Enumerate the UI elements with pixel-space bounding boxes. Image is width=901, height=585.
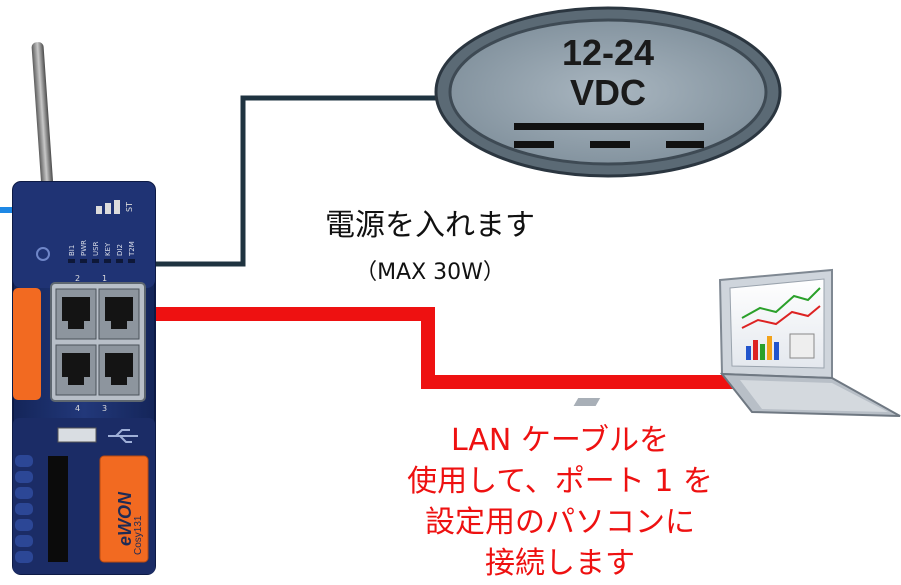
ethernet-port: [98, 288, 140, 340]
ewon-device: ST BI1 PWR USR KEY DI2 T2M 1 2 3 4: [12, 181, 156, 575]
lan-instruction-line: 接続します: [485, 546, 635, 581]
power-cable: [155, 95, 445, 267]
lan-instruction-line: 設定用のパソコンに: [425, 505, 695, 540]
lan-cable: [110, 307, 740, 389]
led-label: T2M: [128, 241, 136, 257]
led-indicator: [80, 259, 87, 263]
power-instruction: 電源を入れます: [325, 208, 535, 243]
led-indicator: [104, 259, 111, 263]
psu-voltage-unit: VDC: [569, 72, 646, 113]
lan-instruction-line: 使用して、ポート 1 を: [407, 464, 713, 499]
ethernet-port: [98, 344, 140, 396]
led-indicator: [68, 259, 75, 263]
led-label: USR: [92, 241, 100, 256]
port-number-1: 1: [102, 274, 107, 283]
bar-graph-icon: [746, 336, 779, 360]
psu-voltage-range: 12-24: [561, 32, 655, 73]
side-grips: [15, 455, 33, 563]
ethernet-port: [55, 344, 97, 396]
brand-logo: eWON: [115, 491, 135, 546]
model-label: Cosy131: [133, 515, 144, 555]
led-label: DI2: [116, 244, 124, 256]
led-indicator: [116, 259, 123, 263]
laptop-icon: [573, 268, 901, 417]
usb-port: [57, 427, 97, 443]
led-labels: BI1 PWR USR KEY DI2 T2M: [68, 240, 136, 263]
dc-symbol-icon: [514, 123, 704, 148]
port-number-2: 2: [75, 274, 80, 283]
orange-side-panel: [13, 288, 41, 400]
led-indicator: [128, 259, 135, 263]
lan-instruction: LAN ケーブルを 使用して、ポート 1 を 設定用のパソコンに 接続します: [360, 420, 760, 584]
sd-card-slot: [48, 456, 68, 562]
usb-icon: [108, 429, 138, 443]
power-socket-icon: [36, 247, 50, 261]
st-label: ST: [125, 202, 134, 212]
brand-plate: [99, 455, 149, 563]
led-label: PWR: [80, 240, 88, 256]
led-label: KEY: [104, 242, 112, 256]
power-max-rating: （MAX 30W）: [355, 260, 505, 285]
ethernet-port: [55, 288, 97, 340]
lan-instruction-line: LAN ケーブルを: [450, 423, 670, 458]
power-supply: [434, 6, 782, 178]
led-indicator: [92, 259, 99, 263]
port-number-3: 3: [102, 404, 107, 413]
port-number-4: 4: [75, 404, 80, 413]
led-label: BI1: [68, 245, 76, 256]
